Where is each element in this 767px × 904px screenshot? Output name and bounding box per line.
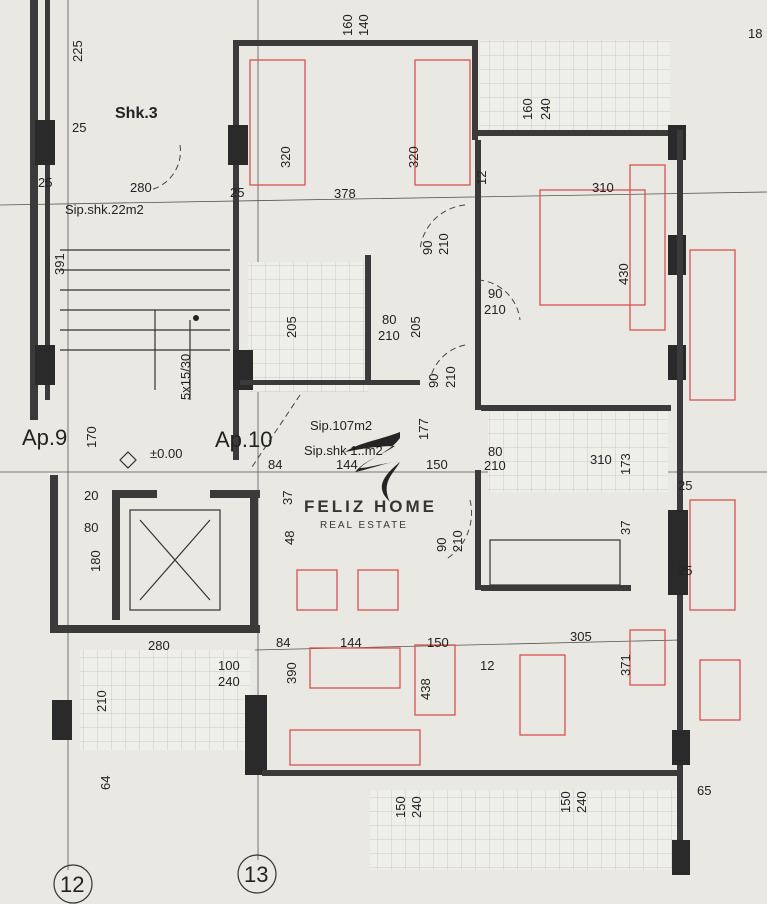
label-ap10: Ap.10 (215, 427, 273, 452)
tiled-areas (80, 40, 680, 870)
dim: 65 (697, 783, 711, 798)
dim: 240 (409, 796, 424, 818)
dim: 37 (280, 491, 295, 505)
dim: 25 (678, 563, 692, 578)
dim: 80 (488, 444, 502, 459)
dim: 310 (590, 452, 612, 467)
label-level: ±0.00 (150, 446, 182, 461)
axis-circle-13 (237, 854, 277, 894)
dim: 240 (218, 674, 240, 689)
dim: 140 (356, 14, 371, 36)
dim: 430 (616, 263, 631, 285)
dim: 90 (488, 286, 502, 301)
level-marker-icon (119, 451, 137, 469)
label-stairs: 5x15/30 (178, 354, 193, 400)
dim: 225 (70, 40, 85, 62)
dim: 210 (378, 328, 400, 343)
dim: 280 (148, 638, 170, 653)
dim: 240 (574, 791, 589, 813)
dim: 64 (98, 776, 113, 790)
dim: 144 (340, 635, 362, 650)
room-labels: Shk.3 Sip.shk.22m2 Ap.9 Ap.10 ±0.00 Sip.… (22, 26, 762, 461)
dim: 210 (484, 302, 506, 317)
dimension-labels: 225 160 140 160 240 25 280 378 310 25 25… (38, 14, 711, 818)
dim: 320 (406, 146, 421, 168)
watermark-logo: FELIZ HOME REAL ESTATE (304, 432, 437, 531)
dim: 80 (382, 312, 396, 327)
label-sip-shk-22: Sip.shk.22m2 (65, 202, 144, 217)
axis-circle-12 (53, 864, 93, 904)
dim: 160 (340, 14, 355, 36)
dim: 210 (94, 690, 109, 712)
label-ap9: Ap.9 (22, 425, 67, 450)
dim: 210 (484, 458, 506, 473)
dim: 25 (38, 175, 52, 190)
dim: 20 (84, 488, 98, 503)
dim: 37 (618, 521, 633, 535)
dim: 90 (426, 374, 441, 388)
dim: 25 (72, 120, 86, 135)
stairs-and-lift (60, 249, 230, 611)
dim: 205 (408, 316, 423, 338)
dim: 210 (443, 366, 458, 388)
dim: 12 (480, 658, 494, 673)
dim: 150 (426, 457, 448, 472)
dim: 310 (592, 180, 614, 195)
door-swings (149, 144, 521, 561)
dim: 90 (434, 538, 449, 552)
dim: 320 (278, 146, 293, 168)
label-shk3: Shk.3 (115, 105, 158, 122)
dim: 371 (618, 654, 633, 676)
dim: 438 (418, 678, 433, 700)
brand-swoosh-icon (345, 432, 400, 502)
dim: 80 (84, 520, 98, 535)
dim: 84 (276, 635, 290, 650)
dim: 240 (538, 98, 553, 120)
dim: 210 (450, 530, 465, 552)
dim: 100 (218, 658, 240, 673)
label-corner-18: 18 (748, 26, 762, 41)
dim: 150 (427, 635, 449, 650)
dim: 180 (88, 550, 103, 572)
dim: 173 (618, 453, 633, 475)
dim: 25 (230, 185, 244, 200)
dim: 150 (558, 791, 573, 813)
watermark-sub: REAL ESTATE (320, 520, 408, 531)
dim: 280 (130, 180, 152, 195)
dim: 210 (436, 233, 451, 255)
dim: 48 (282, 531, 297, 545)
label-sip-107: Sip.107m2 (310, 418, 372, 433)
dim: 25 (678, 478, 692, 493)
axis-13: 13 (244, 862, 268, 887)
dim: 391 (52, 253, 67, 275)
dim: 144 (336, 457, 358, 472)
axis-12: 12 (60, 872, 84, 897)
furniture (249, 59, 741, 766)
dim: 177 (416, 418, 431, 440)
dim: 90 (420, 241, 435, 255)
dim: 12 (474, 171, 489, 185)
watermark-brand: FELIZ HOME (304, 497, 437, 516)
dim: 160 (520, 98, 535, 120)
dim: 390 (284, 662, 299, 684)
dim: 205 (284, 316, 299, 338)
dim: 378 (334, 186, 356, 201)
dim: 170 (84, 426, 99, 448)
dim: 150 (393, 796, 408, 818)
dim: 305 (570, 629, 592, 644)
axis-markers: 12 13 (53, 854, 277, 904)
walls (30, 0, 690, 875)
dim: 84 (268, 457, 282, 472)
